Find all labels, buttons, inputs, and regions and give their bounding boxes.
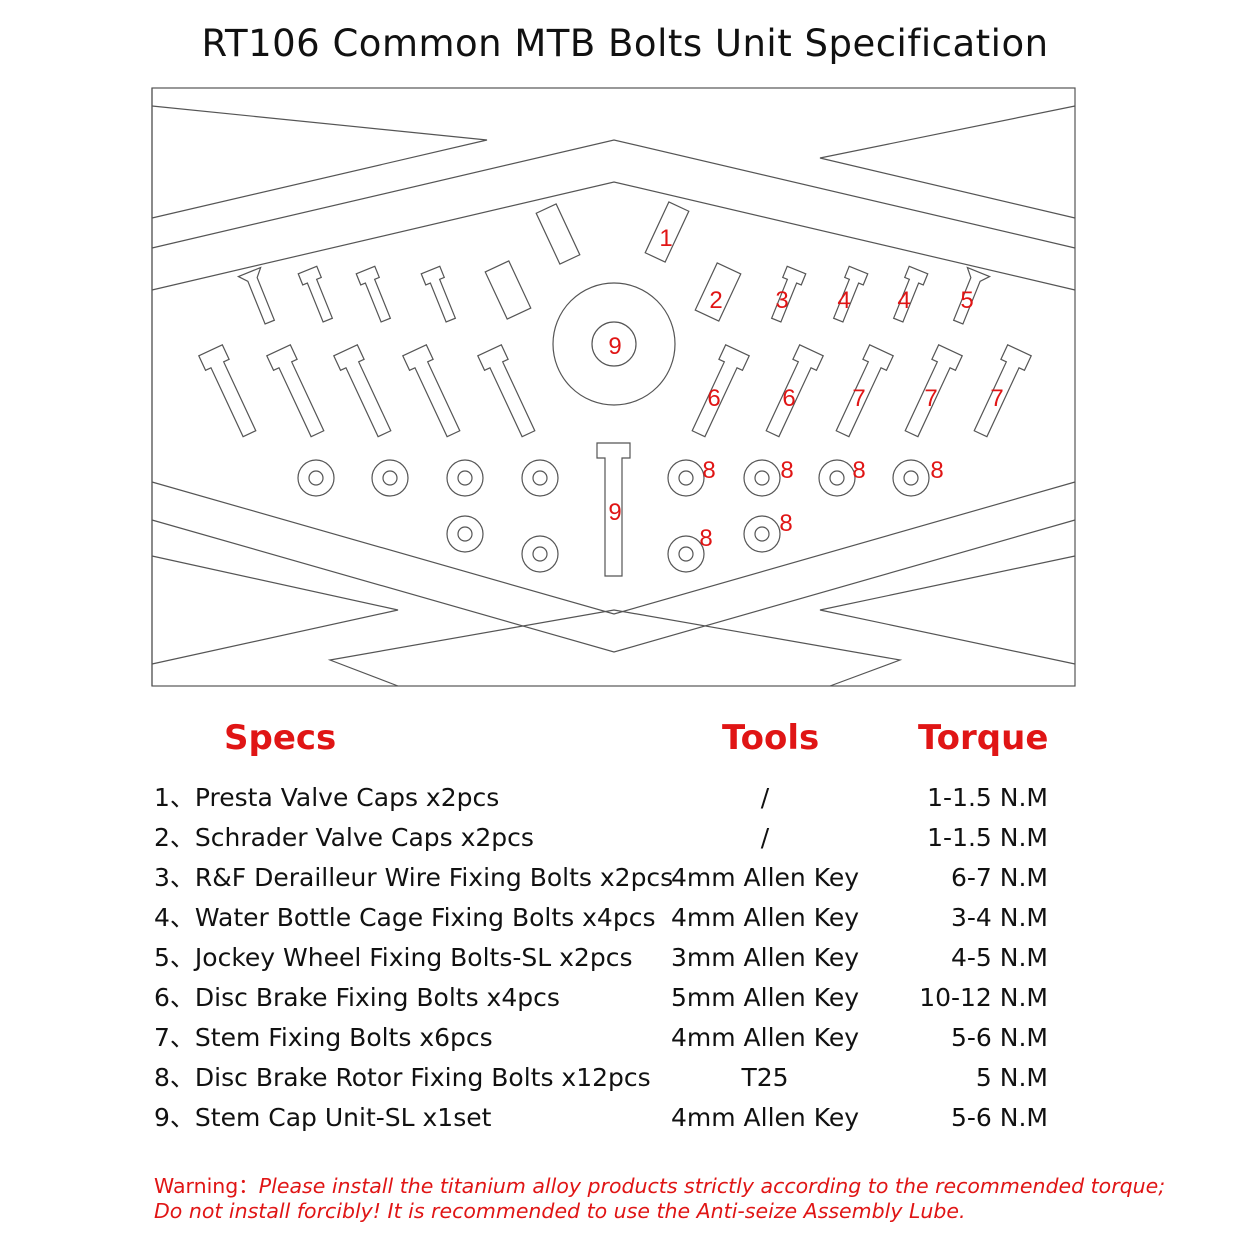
tool-cell: 4mm Allen Key [670, 1103, 860, 1132]
tool-cell: / [760, 823, 770, 852]
cutout-label: 8 [852, 457, 865, 484]
cutout-small-bolt [236, 266, 276, 325]
cutout-valve-cap [644, 201, 690, 263]
cutout-long-bolt [691, 344, 751, 438]
cutout-label: 7 [924, 385, 937, 412]
cutout-stem-cap-inner [591, 321, 637, 367]
spec-cell: 1、Presta Valve Caps x2pcs [154, 783, 500, 812]
spec-cell: 5、Jockey Wheel Fixing Bolts-SL x2pcs [154, 943, 633, 972]
table-row: 1、Presta Valve Caps x2pcs / 1-1.5 N.M [0, 778, 1250, 818]
torque-cell: 5 N.M [975, 1063, 1048, 1092]
cutout-label: 7 [852, 385, 865, 412]
warning-text-1: Please install the titanium alloy produc… [258, 1174, 1166, 1198]
cutout-label: 9 [608, 333, 621, 360]
warning-label: Warning： [154, 1174, 259, 1198]
cutout-small-bolt [952, 266, 992, 325]
warning-note: Warning：Please install the titanium allo… [154, 1174, 1165, 1224]
table-row: 3、R&F Derailleur Wire Fixing Bolts x2pcs… [0, 858, 1250, 898]
cutout-label: 2 [709, 287, 722, 314]
cutout-small-bolt [420, 265, 457, 323]
torque-cell: 4-5 N.M [951, 943, 1048, 972]
table-row: 9、Stem Cap Unit-SL x1set 4mm Allen Key 5… [0, 1098, 1250, 1138]
cutout-small-bolt [297, 265, 334, 323]
header-torque: Torque [918, 718, 1049, 758]
spec-cell: 8、Disc Brake Rotor Fixing Bolts x12pcs [154, 1063, 651, 1092]
table-row: 8、Disc Brake Rotor Fixing Bolts x12pcs T… [0, 1058, 1250, 1098]
table-row: 7、Stem Fixing Bolts x6pcs 4mm Allen Key … [0, 1018, 1250, 1058]
cutout-label: 3 [775, 287, 788, 314]
table-row: 4、Water Bottle Cage Fixing Bolts x4pcs 4… [0, 898, 1250, 938]
cutout-valve-cap [694, 262, 742, 322]
header-tools: Tools [722, 718, 820, 758]
cutout-small-bolt [892, 265, 929, 323]
torque-cell: 6-7 N.M [951, 863, 1048, 892]
cutout-label: 6 [707, 385, 720, 412]
cutout-long-bolt [476, 344, 536, 438]
tool-cell: 4mm Allen Key [670, 1023, 860, 1052]
tool-cell: T25 [741, 1063, 789, 1092]
torque-cell: 1-1.5 N.M [927, 783, 1048, 812]
cutout-label: 4 [837, 287, 850, 314]
cutout-long-bolt [197, 344, 257, 438]
tray-diagram: 1 2 3 4 4 5 9 6 6 7 7 7 8 8 8 8 9 8 8 [151, 87, 1076, 687]
cutout-small-bolt [770, 265, 807, 323]
tool-cell: 5mm Allen Key [670, 983, 860, 1012]
tray-outline [151, 87, 1076, 687]
cutout-label: 8 [779, 510, 792, 537]
tray-cutouts [197, 201, 1033, 577]
torque-cell: 5-6 N.M [951, 1103, 1048, 1132]
cutout-washers [297, 459, 930, 573]
cutout-label: 8 [930, 457, 943, 484]
spec-cell: 4、Water Bottle Cage Fixing Bolts x4pcs [154, 903, 656, 932]
cutout-label: 8 [780, 457, 793, 484]
cutout-small-bolt [832, 265, 869, 323]
torque-cell: 10-12 N.M [919, 983, 1048, 1012]
spec-cell: 9、Stem Cap Unit-SL x1set [154, 1103, 492, 1132]
table-row: 5、Jockey Wheel Fixing Bolts-SL x2pcs 3mm… [0, 938, 1250, 978]
spec-cell: 3、R&F Derailleur Wire Fixing Bolts x2pcs [154, 863, 674, 892]
cutout-long-bolt [904, 344, 964, 438]
header-specs: Specs [224, 718, 337, 758]
spec-cell: 7、Stem Fixing Bolts x6pcs [154, 1023, 493, 1052]
tool-cell: 4mm Allen Key [670, 863, 860, 892]
warning-line-1: Warning：Please install the titanium allo… [154, 1174, 1165, 1199]
cutout-label: 8 [702, 457, 715, 484]
cutout-stem-cap-bolt [596, 442, 631, 577]
cutout-label: 6 [782, 385, 795, 412]
spec-cell: 6、Disc Brake Fixing Bolts x4pcs [154, 983, 560, 1012]
cutout-label: 9 [608, 499, 621, 526]
cutout-long-bolt [765, 344, 825, 438]
cutout-small-bolt [355, 265, 392, 323]
cutout-long-bolt [332, 344, 392, 438]
page-title: RT106 Common MTB Bolts Unit Specificatio… [201, 22, 1049, 65]
torque-cell: 5-6 N.M [951, 1023, 1048, 1052]
cutout-label: 7 [990, 385, 1003, 412]
torque-cell: 3-4 N.M [951, 903, 1048, 932]
tool-cell: / [760, 783, 770, 812]
cutout-long-bolt [835, 344, 895, 438]
torque-cell: 1-1.5 N.M [927, 823, 1048, 852]
tool-cell: 4mm Allen Key [670, 903, 860, 932]
warning-text-2: Do not install forcibly! It is recommend… [154, 1199, 966, 1223]
cutout-long-bolt [973, 344, 1033, 438]
cutout-valve-cap [484, 260, 532, 320]
tool-cell: 3mm Allen Key [670, 943, 860, 972]
cutout-label: 8 [699, 525, 712, 552]
cutout-long-bolt [265, 344, 325, 438]
cutout-long-bolt [401, 344, 461, 438]
cutout-label: 5 [960, 287, 973, 314]
cutout-label: 4 [897, 287, 910, 314]
spec-cell: 2、Schrader Valve Caps x2pcs [154, 823, 534, 852]
table-row: 2、Schrader Valve Caps x2pcs / 1-1.5 N.M [0, 818, 1250, 858]
table-row: 6、Disc Brake Fixing Bolts x4pcs 5mm Alle… [0, 978, 1250, 1018]
cutout-valve-cap [535, 203, 581, 265]
cutout-labels: 1 2 3 4 4 5 9 6 6 7 7 7 8 8 8 8 9 8 8 [608, 225, 1003, 552]
cutout-label: 1 [659, 225, 672, 252]
